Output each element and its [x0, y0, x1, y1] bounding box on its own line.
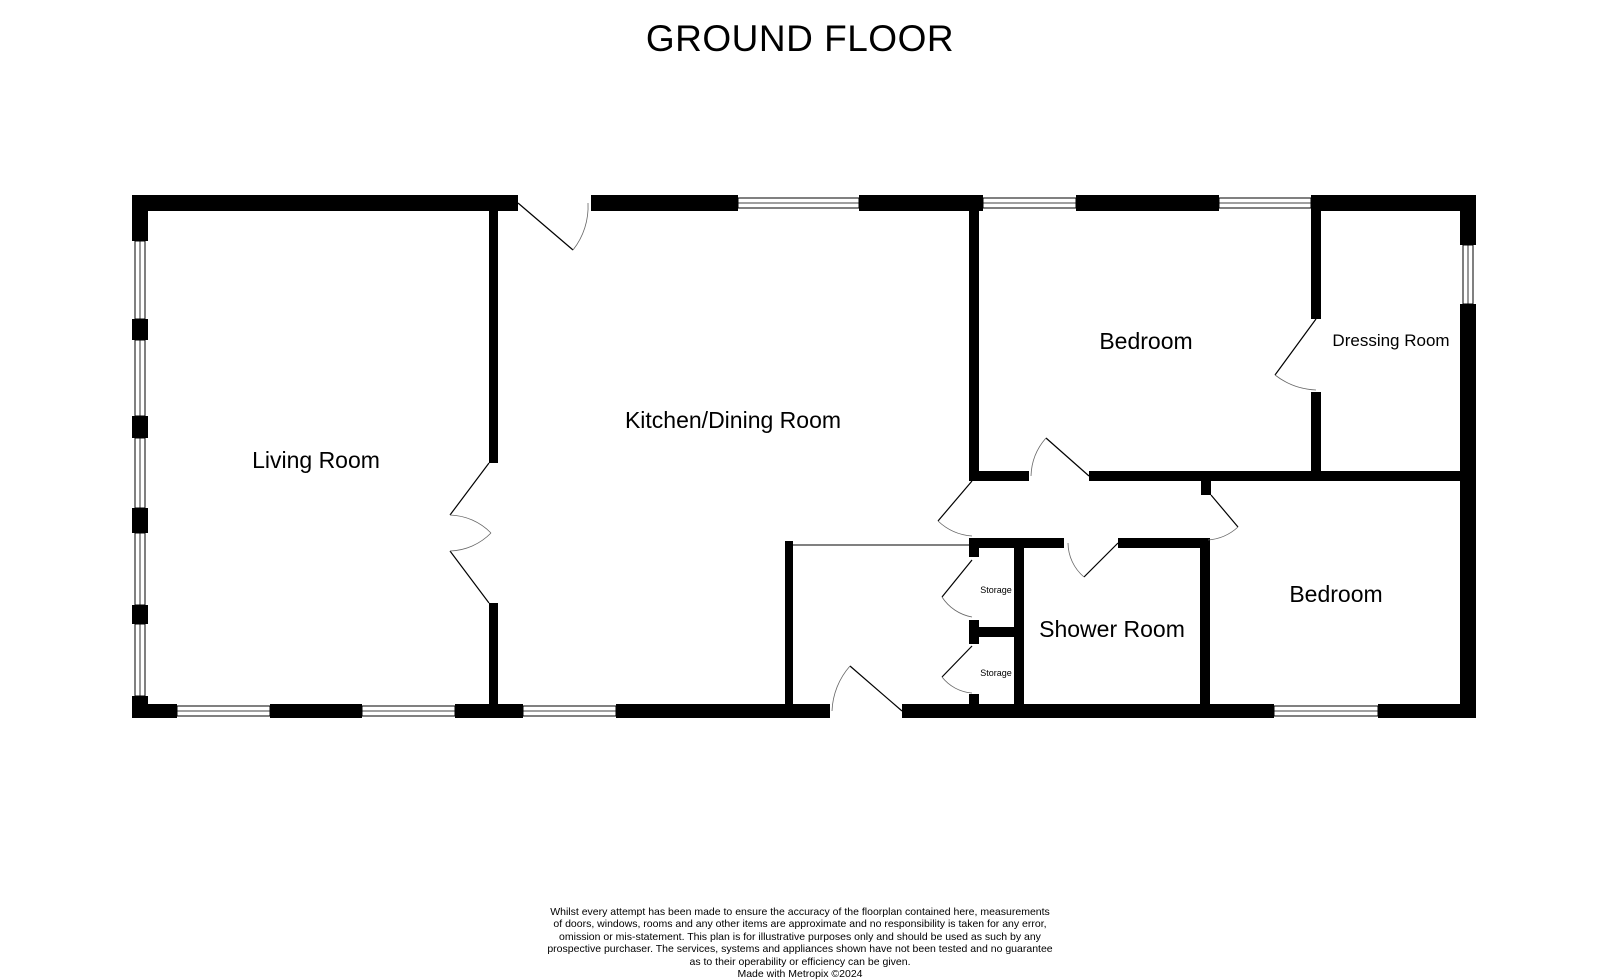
windows [134, 197, 1474, 717]
floor-title: GROUND FLOOR [645, 18, 955, 59]
storage-door-2 [941, 645, 973, 694]
room-label-dressing: Dressing Room [1332, 331, 1449, 350]
disclaimer-line: as to their operability or efficiency ca… [689, 955, 911, 968]
room-label-kitchen: Kitchen/Dining Room [625, 407, 841, 433]
front-door [831, 665, 903, 712]
living-double-door [449, 462, 492, 604]
room-label-shower: Shower Room [1039, 616, 1185, 642]
dressing-room-door [1274, 318, 1317, 391]
shower-room-door [1067, 542, 1119, 578]
room-label-bedroom-1: Bedroom [1099, 328, 1192, 354]
bedroom-2-door [1207, 494, 1239, 541]
hall-door [937, 480, 973, 537]
doors [449, 202, 1317, 712]
room-label-bedroom-2: Bedroom [1289, 581, 1382, 607]
room-label-storage-1: Storage [980, 585, 1012, 595]
credit: Made with Metropix ©2024 [737, 968, 863, 980]
outer-walls [132, 195, 1476, 718]
disclaimer-line: Whilst every attempt has been made to en… [550, 906, 1050, 918]
room-label-storage-2: Storage [980, 668, 1012, 678]
disclaimer-line: of doors, windows, rooms and any other i… [553, 918, 1047, 931]
disclaimer-line: omission or mis-statement. This plan is … [559, 930, 1041, 943]
interior-walls [489, 211, 1460, 704]
disclaimer: Whilst every attempt has been made to en… [480, 906, 1120, 980]
room-label-living: Living Room [252, 447, 380, 473]
storage-door-1 [941, 559, 973, 618]
bedroom-door [1030, 437, 1090, 477]
disclaimer-line: prospective purchaser. The services, sys… [547, 943, 1053, 956]
entrance-door [517, 202, 589, 251]
